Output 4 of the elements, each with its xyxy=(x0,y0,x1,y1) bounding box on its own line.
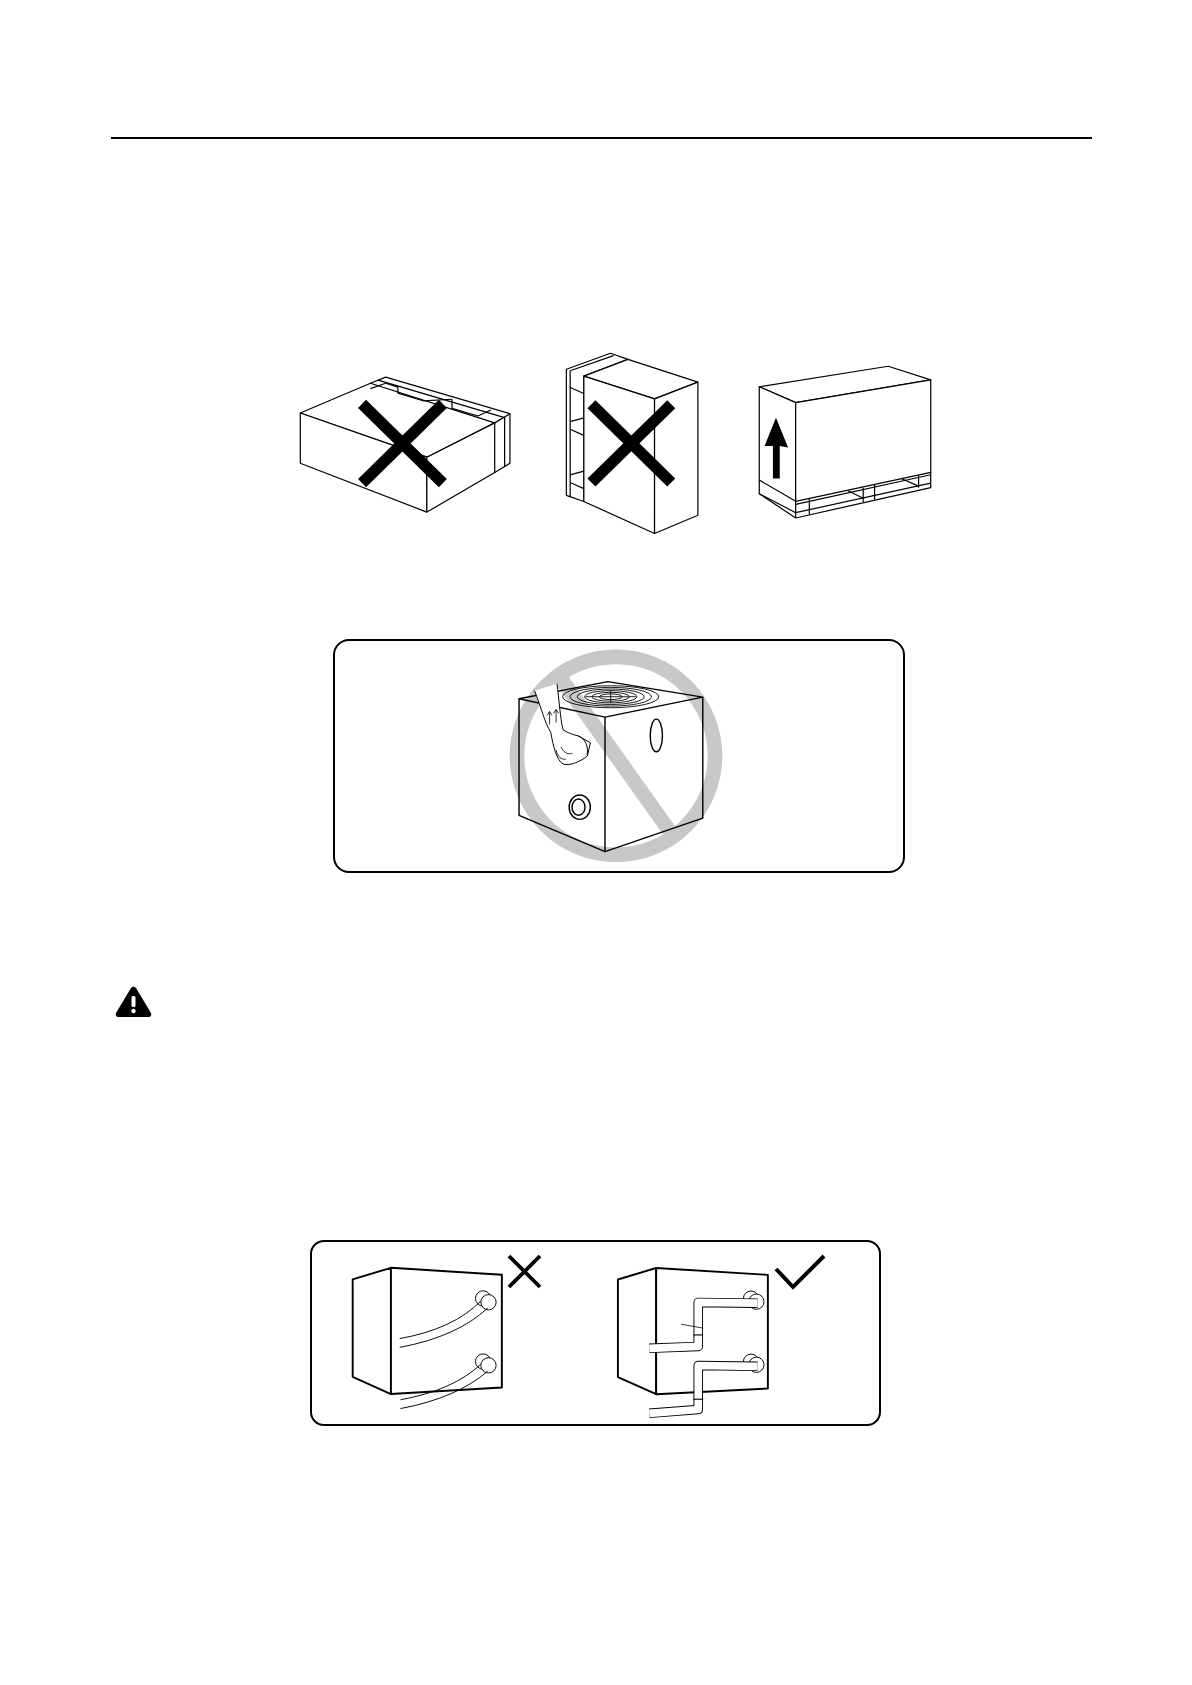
illustration-panel xyxy=(333,639,905,873)
upright-arrow-box-illustration xyxy=(757,363,933,522)
illustration-panel xyxy=(310,1240,881,1426)
crossed-flat-box-illustration xyxy=(298,374,513,516)
